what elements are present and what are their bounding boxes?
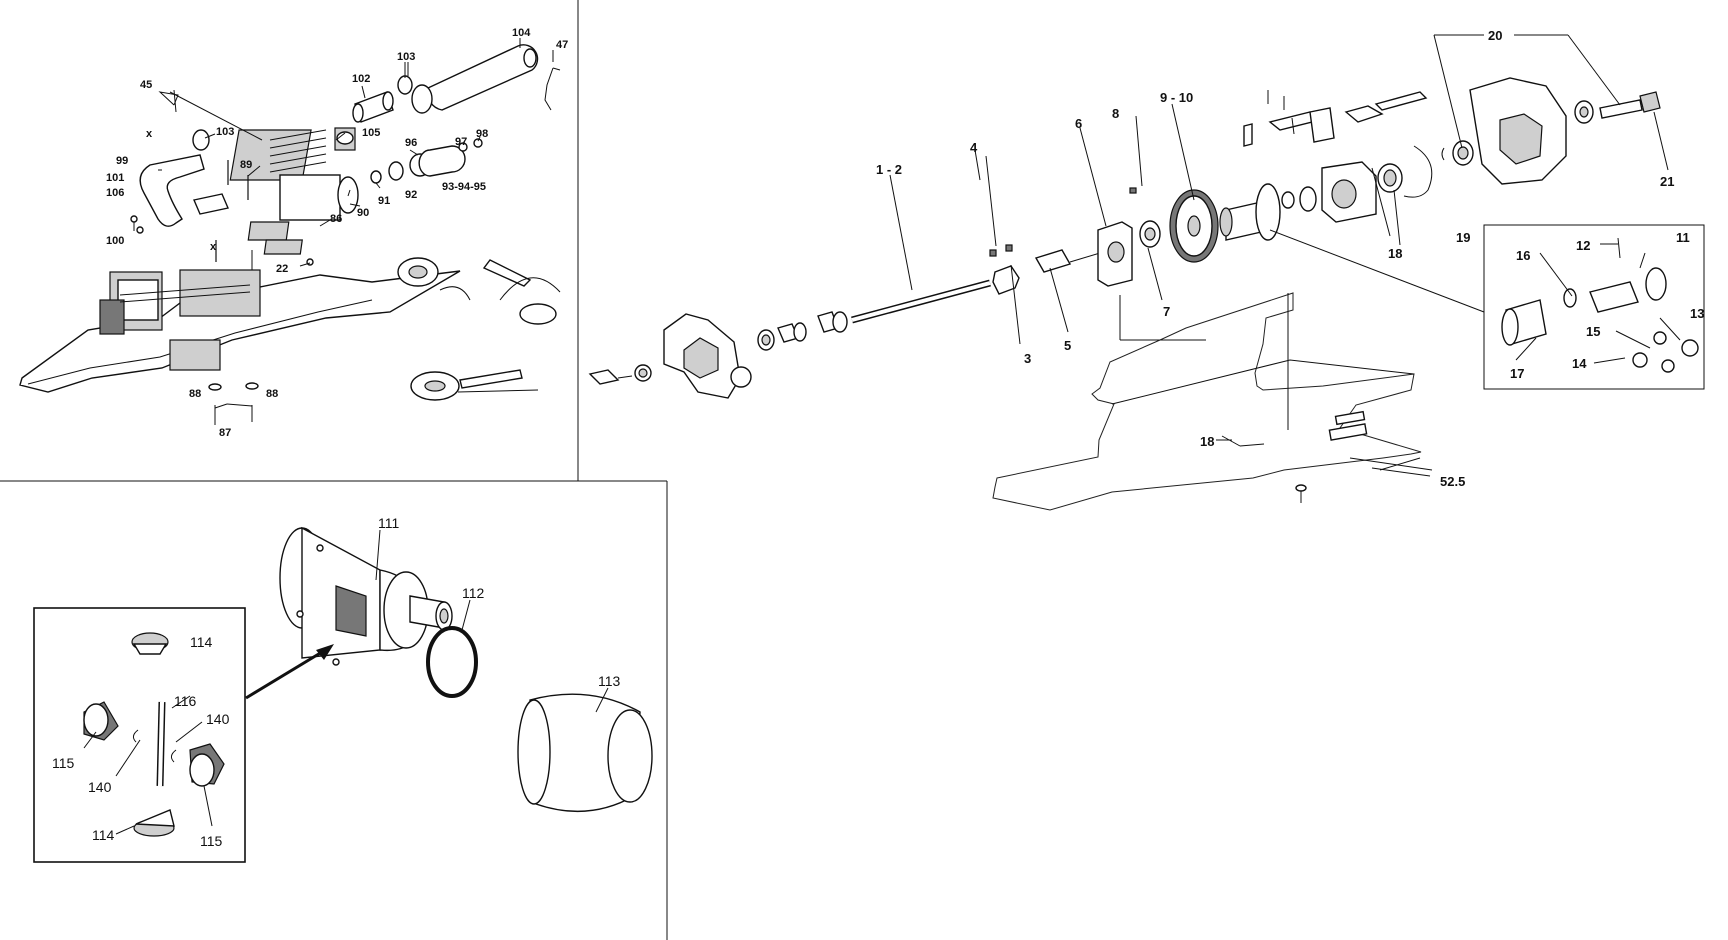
driveshaft-bearings	[757, 311, 848, 351]
label-x-top: x	[146, 128, 153, 140]
differential-panel: 111 112 113 114 116 140 115 140 115 114	[52, 515, 653, 849]
label-87: 87	[219, 427, 231, 439]
rear-gearbox	[1469, 77, 1661, 185]
label-9-10: 9 - 10	[1160, 90, 1193, 105]
label-116: 116	[174, 693, 197, 709]
label-20: 20	[1488, 28, 1502, 43]
gear-inset-frame	[33, 607, 246, 863]
diff-inset-frame	[1483, 224, 1705, 390]
servo-block	[179, 269, 261, 317]
exhaust-header	[139, 154, 205, 227]
label-89: 89	[240, 159, 252, 171]
drivetrain-labels: 20 21 8 9 - 10 6 4 1 - 2 19 18 7 3 5 12 …	[876, 28, 1704, 489]
inset-diff-parts	[1501, 237, 1699, 373]
label-101: 101	[106, 172, 124, 184]
top-brackets	[1243, 90, 1428, 147]
label-115-left: 115	[52, 755, 75, 771]
label-19: 19	[1456, 230, 1470, 245]
label-52-5: 52.5	[1440, 474, 1465, 489]
label-22: 22	[276, 263, 288, 275]
inset-gears	[83, 632, 225, 837]
label-111: 111	[378, 515, 399, 531]
label-6: 6	[1075, 116, 1082, 131]
diff-sleeve-113	[517, 693, 653, 812]
assembly-arrow	[245, 644, 334, 700]
label-x-mid: x	[210, 241, 217, 253]
label-91: 91	[378, 195, 390, 207]
shaft-5	[1034, 249, 1072, 273]
spur-gear	[1169, 189, 1219, 263]
label-86: 86	[330, 213, 342, 225]
label-16: 16	[1516, 248, 1530, 263]
label-140-left: 140	[88, 779, 112, 795]
label-47: 47	[556, 39, 568, 51]
label-97: 97	[455, 136, 467, 148]
exhaust-coupler	[352, 91, 394, 123]
label-112: 112	[462, 585, 485, 601]
main-driveshaft	[851, 279, 991, 324]
label-99: 99	[116, 155, 128, 167]
engine-body	[229, 127, 359, 221]
label-100: 100	[106, 235, 124, 247]
label-98: 98	[476, 128, 488, 140]
diff-labels: 111 112 113 114 116 140 115 140 115 114	[52, 515, 621, 849]
label-14: 14	[1572, 356, 1587, 371]
label-93-94-95: 93-94-95	[442, 181, 486, 193]
label-13: 13	[1690, 306, 1704, 321]
label-104: 104	[512, 27, 531, 39]
o-ring-112	[426, 626, 478, 698]
label-88-left: 88	[189, 388, 201, 400]
engine-labels: 104 47 103 102 45 103 105 96 97 98 99 10…	[106, 27, 568, 439]
label-12: 12	[1576, 238, 1590, 253]
label-18-bottom: 18	[1200, 434, 1214, 449]
label-21: 21	[1660, 174, 1674, 189]
engine-leader-lines	[133, 38, 554, 409]
drivetrain-panel: 20 21 8 9 - 10 6 4 1 - 2 19 18 7 3 5 12 …	[588, 28, 1704, 511]
diff-leader-lines	[83, 529, 609, 835]
label-115-right: 115	[200, 833, 223, 849]
diff-housing	[279, 526, 453, 666]
label-114-top: 114	[190, 634, 213, 650]
label-5: 5	[1064, 338, 1071, 353]
label-15: 15	[1586, 324, 1600, 339]
muffler	[411, 44, 539, 114]
label-45: 45	[140, 79, 152, 91]
muffler-wire	[544, 67, 554, 111]
label-96: 96	[405, 137, 417, 149]
gearbox-housing	[1299, 140, 1474, 223]
engine-mount	[247, 221, 290, 241]
drivetrain-leader-lines	[889, 34, 1681, 477]
label-11: 11	[1676, 230, 1690, 245]
label-103: 103	[216, 126, 234, 138]
main-chassis-plate	[992, 292, 1422, 511]
label-1-2: 1 - 2	[876, 162, 902, 177]
label-105: 105	[362, 127, 380, 139]
label-106: 106	[106, 187, 124, 199]
label-17: 17	[1510, 366, 1524, 381]
clutch-parts	[370, 138, 483, 184]
washers	[208, 382, 259, 425]
label-3: 3	[1024, 351, 1031, 366]
label-90: 90	[357, 207, 369, 219]
label-103-top: 103	[397, 51, 415, 63]
label-4: 4	[970, 140, 978, 155]
left-hub-carrier	[588, 313, 752, 399]
label-140-right: 140	[206, 711, 230, 727]
label-92: 92	[405, 189, 417, 201]
engine-panel: 104 47 103 102 45 103 105 96 97 98 99 10…	[19, 27, 568, 439]
clutch-tool-illustrations	[397, 257, 561, 401]
label-88-right: 88	[266, 388, 278, 400]
center-diff-unit	[1219, 183, 1295, 241]
label-8: 8	[1112, 106, 1119, 121]
label-18-top: 18	[1388, 246, 1402, 261]
label-113: 113	[598, 673, 621, 689]
coupler-3	[992, 265, 1020, 295]
label-114-bottom: 114	[92, 827, 115, 843]
label-102: 102	[352, 73, 370, 85]
label-7: 7	[1163, 304, 1170, 319]
